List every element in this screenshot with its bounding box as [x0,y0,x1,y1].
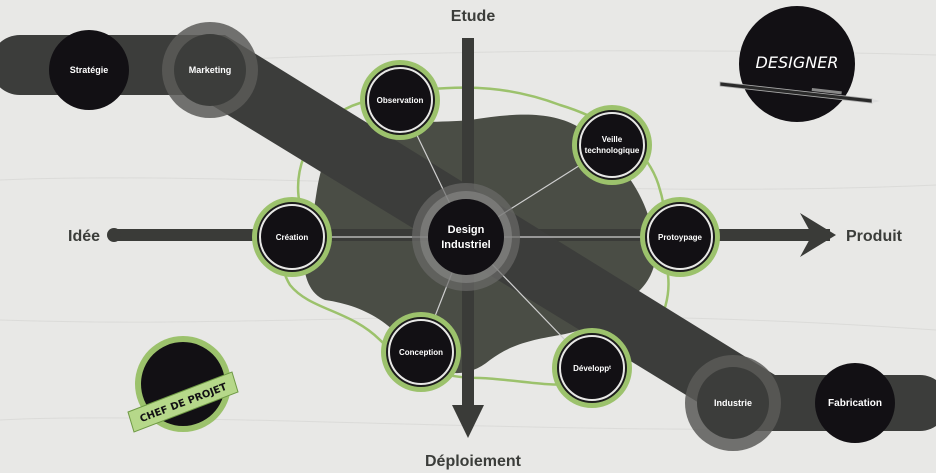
axis-label-bottom: Déploiement [425,453,522,470]
veille-label-line1: Veille [602,135,623,144]
band-node-strategie: Stratégie [49,30,129,110]
designer-badge: DESIGNER [719,6,880,122]
node-conception: Conception [381,312,461,392]
axis-label-top: Etude [451,8,496,25]
prototypage-label: Protoypage [658,233,703,242]
node-veille-technologique: Veille technologique [572,105,652,185]
developpement-label: Développᵗ [573,364,611,373]
band-node-fabrication: Fabrication [815,363,895,443]
marketing-label: Marketing [189,65,232,75]
observation-label: Observation [377,96,424,105]
center-label-line1: Design [448,224,485,236]
pen-icon [719,81,880,104]
designer-badge-text: DESIGNER [756,53,839,72]
center-node: Design Industriel [412,183,520,291]
node-developpement: Développᵗ [552,328,632,408]
axis-label-right: Produit [846,228,903,245]
veille-label-line2: technologique [585,146,640,155]
green-loop [280,86,670,386]
node-creation: Création [252,197,332,277]
axis-label-left: Idée [68,228,100,245]
strategie-label: Stratégie [70,65,109,75]
fabrication-label: Fabrication [828,398,882,409]
industrie-label: Industrie [714,398,752,408]
node-prototypage: Protoypage [640,197,720,277]
conception-label: Conception [399,348,443,357]
center-label-line2: Industriel [441,239,491,251]
band-node-industrie: Industrie [685,355,781,451]
node-observation: Observation [360,60,440,140]
chef-de-projet-badge: CHEF DE PROJET [127,336,239,433]
band-node-marketing: Marketing [162,22,258,118]
creation-label: Création [276,233,309,242]
